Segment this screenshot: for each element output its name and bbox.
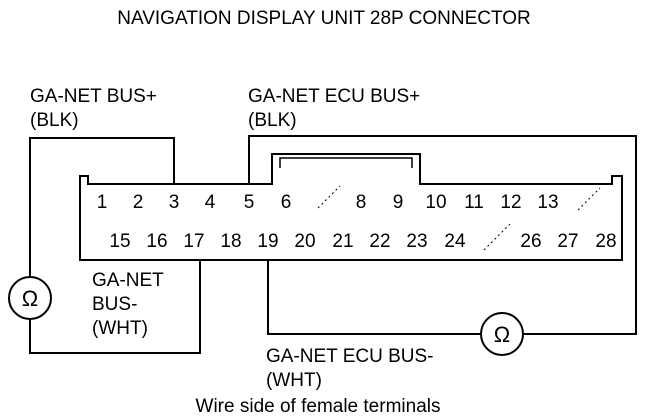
pin-number: 24 xyxy=(444,231,466,252)
pin-number: 20 xyxy=(294,231,315,252)
ohm-icon: Ω xyxy=(22,286,38,311)
connector-key-slot xyxy=(279,157,413,168)
pin-number: 22 xyxy=(369,231,390,252)
pin-number: 2 xyxy=(133,192,144,213)
pin-number: 9 xyxy=(393,192,404,213)
pin-number: 1 xyxy=(97,192,108,213)
blank-cavity-mark-25 xyxy=(483,223,511,251)
ohmmeter-right xyxy=(480,312,524,356)
pin-number: 18 xyxy=(220,231,241,252)
pin-number: 17 xyxy=(183,231,204,252)
pin-number: 4 xyxy=(205,192,216,213)
ohmmeter-left xyxy=(8,276,52,320)
diagram-caption: Wire side of female terminals xyxy=(196,396,441,417)
test-lead-bus-plus xyxy=(29,137,175,277)
pin-row-top: 1 2 3 4 5 6 8 9 10 11 12 13 xyxy=(97,192,559,213)
pin-number: 10 xyxy=(425,192,446,213)
label-ecu-bus-plus: GA-NET ECU BUS+ xyxy=(248,86,420,107)
ohm-icon: Ω xyxy=(494,322,510,347)
pin-number: 6 xyxy=(281,192,292,213)
pin-number: 16 xyxy=(146,231,167,252)
blank-cavity-mark-14 xyxy=(577,187,601,211)
pin-number: 12 xyxy=(500,192,521,213)
label-bus-plus: GA-NET BUS+ xyxy=(30,86,157,107)
pin-number: 28 xyxy=(595,231,616,252)
blank-cavity-mark-7 xyxy=(317,185,341,209)
label-ecu-bus-minus: GA-NET ECU BUS- xyxy=(266,346,434,367)
pin-number: 21 xyxy=(332,231,353,252)
pin-number: 13 xyxy=(537,192,558,213)
test-lead-bus-minus xyxy=(29,260,201,354)
connector-outline xyxy=(79,153,623,261)
pin-number: 11 xyxy=(464,192,484,213)
pin-number: 23 xyxy=(406,231,427,252)
label-bus-minus-line1: GA-NET xyxy=(92,270,164,291)
label-bus-minus-line2: BUS- xyxy=(92,294,137,315)
pin-number: 3 xyxy=(169,192,180,213)
label-bus-minus-color: (WHT) xyxy=(92,318,148,339)
test-lead-ecu-bus-plus xyxy=(248,135,637,335)
label-ecu-bus-plus-color: (BLK) xyxy=(248,110,297,131)
label-bus-plus-color: (BLK) xyxy=(30,110,79,131)
test-lead-ecu-bus-minus xyxy=(267,260,481,335)
pin-number: 8 xyxy=(356,192,367,213)
pin-number: 5 xyxy=(244,192,255,213)
pin-number: 27 xyxy=(557,231,578,252)
label-ecu-bus-minus-color: (WHT) xyxy=(266,370,322,391)
pin-row-bottom: 15 16 17 18 19 20 21 22 23 24 26 27 28 xyxy=(109,231,616,252)
pin-number: 19 xyxy=(257,231,278,252)
pin-number: 26 xyxy=(520,231,541,252)
diagram-title: NAVIGATION DISPLAY UNIT 28P CONNECTOR xyxy=(117,8,531,29)
pin-number: 15 xyxy=(109,231,130,252)
